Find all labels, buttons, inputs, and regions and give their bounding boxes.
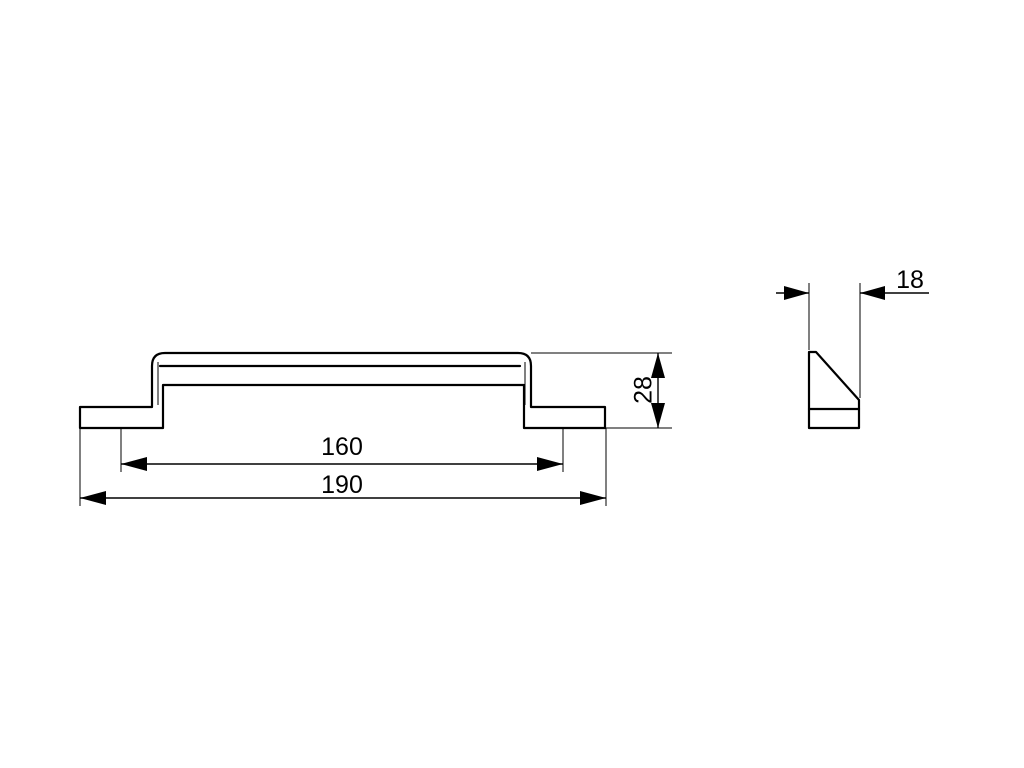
side-view xyxy=(807,283,861,430)
dimension-overall-length: 190 xyxy=(80,471,606,505)
dimension-label-overall-length: 190 xyxy=(321,471,363,499)
arrow-right-icon xyxy=(580,491,606,505)
arrow-down-icon xyxy=(651,403,665,428)
arrow-right-icon xyxy=(537,457,563,471)
arrow-left-icon xyxy=(860,286,885,300)
handle-side-outline xyxy=(807,350,861,430)
dimension-label-side-width: 18 xyxy=(896,266,924,294)
dimension-side-width: 18 xyxy=(776,266,929,300)
dimension-hole-spacing: 160 xyxy=(121,433,563,471)
arrow-up-icon xyxy=(651,353,665,378)
handle-front-outline xyxy=(78,351,607,430)
arrow-left-icon xyxy=(80,491,106,505)
dimension-label-height: 28 xyxy=(630,376,658,404)
arrow-left-icon xyxy=(121,457,147,471)
front-view xyxy=(78,351,607,430)
dimension-height: 28 xyxy=(531,352,672,429)
dimension-label-hole-spacing: 160 xyxy=(321,433,363,461)
arrow-right-icon xyxy=(784,286,809,300)
